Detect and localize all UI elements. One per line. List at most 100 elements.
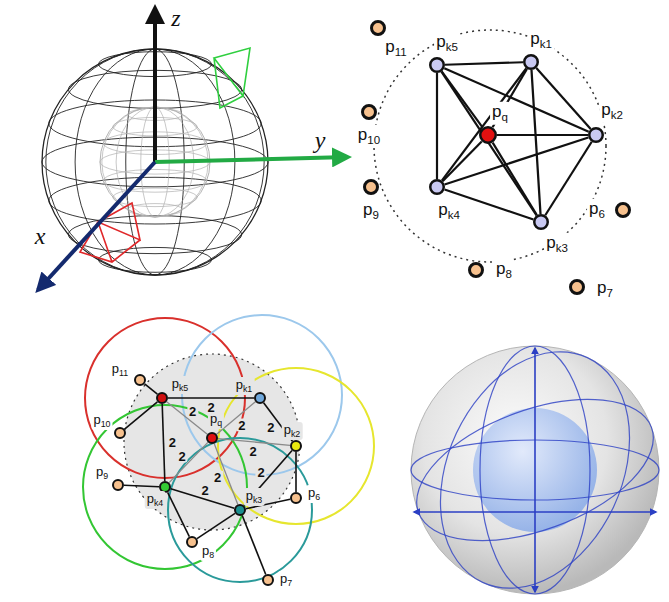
graph-edge	[545, 142, 591, 215]
point-marker	[112, 479, 124, 491]
graph-edge	[125, 402, 158, 429]
sphere-axis	[534, 348, 536, 592]
point-marker	[361, 104, 377, 120]
point-marker	[615, 202, 631, 218]
outer-sphere	[411, 346, 659, 594]
point-marker	[186, 536, 198, 548]
graph-edge	[145, 384, 158, 394]
point-node: pk3	[533, 214, 549, 230]
axis-label: z	[171, 6, 180, 30]
point-node: p8	[468, 262, 484, 278]
point-node: p7	[262, 574, 274, 586]
point-node: p8	[186, 536, 198, 548]
sphere-grid-line	[398, 371, 669, 569]
point-marker	[523, 54, 539, 70]
point-node: p11	[370, 20, 386, 36]
point-marker	[588, 127, 604, 143]
graph-edge	[242, 516, 266, 575]
point-node: pk1	[523, 54, 539, 70]
point-label: pk4	[436, 200, 462, 223]
axis-label: x	[35, 224, 46, 248]
point-marker	[533, 214, 549, 230]
point-node: pk4	[429, 179, 445, 195]
graph-edge	[197, 513, 235, 538]
latitude-line	[103, 169, 206, 192]
edge-weight: 2	[265, 421, 276, 434]
graph-edge	[295, 452, 297, 492]
edge-weight: 2	[248, 444, 259, 457]
point-marker	[429, 57, 445, 73]
point-label: p6	[587, 199, 607, 222]
point-node: pk2	[290, 440, 302, 452]
axis-label: y	[315, 128, 326, 152]
point-label: p7	[595, 278, 615, 301]
x-axis	[38, 162, 155, 290]
point-marker	[363, 179, 379, 195]
graph-edge	[168, 492, 190, 536]
point-label: pk2	[282, 422, 303, 440]
graph-edge	[162, 404, 165, 481]
point-label: p8	[200, 543, 216, 561]
edge-weight: 2	[236, 418, 247, 431]
point-label: pk5	[170, 376, 191, 394]
graph-edge	[444, 68, 588, 132]
point-label: pk3	[544, 233, 570, 256]
point-node: pk5	[429, 57, 445, 73]
point-marker	[234, 504, 246, 516]
z-axis	[153, 8, 157, 162]
green-cell	[214, 48, 250, 108]
edge-weight: 2	[256, 466, 267, 479]
point-node: p10	[114, 427, 126, 439]
edge-weight: 2	[205, 401, 216, 414]
point-label: p10	[356, 125, 382, 148]
point-node: pq	[206, 432, 218, 444]
point-marker	[479, 126, 497, 144]
graph-edge	[497, 134, 588, 136]
point-marker	[114, 427, 126, 439]
edge-weight: 2	[167, 436, 178, 449]
point-node: p7	[569, 279, 585, 295]
point-node: pk1	[254, 392, 266, 404]
wireframe-sphere	[38, 8, 348, 290]
point-node: pk2	[588, 127, 604, 143]
point-marker	[429, 179, 445, 195]
point-node: pk4	[159, 481, 171, 493]
point-label: pk1	[234, 377, 255, 395]
point-marker	[254, 392, 266, 404]
point-node: p6	[290, 492, 302, 504]
point-node: p9	[112, 479, 124, 491]
point-label: p10	[91, 412, 112, 430]
edge-weight: 2	[200, 483, 211, 496]
sphere-grid-line	[404, 321, 666, 602]
point-node: pk5	[156, 392, 168, 404]
influence-circle	[168, 438, 312, 582]
graph-edge	[445, 62, 523, 64]
point-node: p9	[363, 179, 379, 195]
graph-edge	[124, 485, 159, 486]
graph-edge	[168, 397, 254, 399]
point-label: p6	[306, 485, 322, 503]
influence-circle	[218, 368, 374, 524]
point-label: p11	[383, 37, 408, 60]
point-label: p11	[110, 361, 130, 379]
graph-edge	[441, 72, 536, 216]
edge-weight: 2	[212, 471, 223, 484]
edge-weight: 2	[187, 404, 198, 417]
point-marker	[206, 432, 218, 444]
graph-edge	[445, 137, 589, 184]
point-marker	[156, 392, 168, 404]
point-label: pk1	[528, 29, 554, 52]
latitude-line	[68, 216, 241, 254]
point-label: pk2	[599, 100, 625, 123]
point-label: pq	[490, 102, 510, 125]
point-node: p6	[615, 202, 631, 218]
point-marker	[290, 492, 302, 504]
sphere-axis	[414, 511, 656, 513]
neighbourhood-disc	[124, 354, 300, 530]
point-marker	[134, 374, 146, 386]
y-axis	[155, 157, 348, 162]
graph-edge	[244, 451, 292, 506]
